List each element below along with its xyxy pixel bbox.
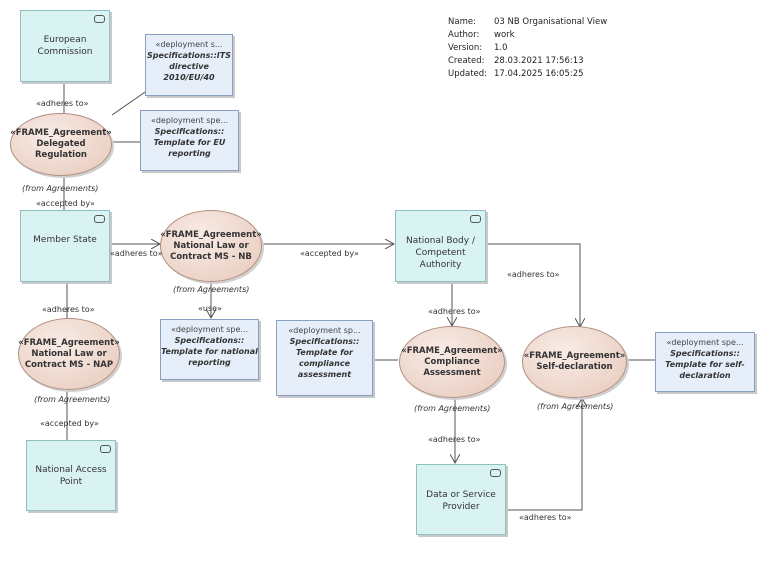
agreement-national-law-nb[interactable]: «FRAME_Agreement» National Law or Contra…	[160, 210, 262, 282]
from-agreements-selfdecl: (from Agreements)	[537, 402, 614, 411]
note-eu-reporting[interactable]: «deployment spe... Specifications:: Temp…	[140, 110, 239, 171]
entity-european-commission[interactable]: European Commission	[20, 10, 110, 82]
from-agreements-delegated: (from Agreements)	[22, 184, 99, 193]
from-agreements-nap-law: (from Agreements)	[34, 395, 111, 404]
entity-national-body[interactable]: National Body / Competent Authority	[395, 210, 486, 282]
component-icon	[490, 469, 501, 477]
component-icon	[94, 215, 105, 223]
edge-delegated-its-note	[111, 89, 149, 116]
edge-provider-selfdecl	[490, 398, 582, 511]
agreement-self-declaration[interactable]: «FRAME_Agreement» Self-declaration	[522, 326, 627, 398]
info-row-author: Author:work	[448, 30, 515, 40]
edge-label-accepted-by-ms: «accepted by»	[36, 199, 95, 208]
note-national-reporting[interactable]: «deployment spe... Specifications:: Temp…	[160, 319, 259, 380]
edge-label-adheres-to-provider: «adheres to»	[428, 435, 481, 444]
edge-label-adheres-to-compliance: «adheres to»	[428, 307, 481, 316]
edge-label-adheres-to-provider-selfdecl: «adheres to»	[519, 513, 572, 522]
edge-label-use: «use»	[198, 304, 222, 313]
diagram-info-block: Name:03 NB Organisational View Author:wo…	[448, 16, 607, 81]
edge-label-adheres-to-nap-law: «adheres to»	[42, 305, 95, 314]
entity-member-state[interactable]: Member State	[20, 210, 110, 282]
info-row-updated: Updated:17.04.2025 16:05:25	[448, 69, 584, 79]
from-agreements-nb-law: (from Agreements)	[173, 285, 250, 294]
from-agreements-compliance: (from Agreements)	[414, 404, 491, 413]
component-icon	[94, 15, 105, 23]
note-compliance-template[interactable]: «deployment sp... Specifications:: Templ…	[276, 320, 373, 396]
edge-label-accepted-by-nap: «accepted by»	[40, 419, 99, 428]
note-its-directive[interactable]: «deployment s... Specifications::ITS dir…	[145, 34, 233, 96]
edge-label-accepted-by-nb: «accepted by»	[300, 249, 359, 258]
info-row-created: Created:28.03.2021 17:56:13	[448, 56, 584, 66]
agreement-compliance-assessment[interactable]: «FRAME_Agreement» Compliance Assessment	[399, 326, 505, 398]
component-icon	[470, 215, 481, 223]
info-row-version: Version:1.0	[448, 43, 508, 53]
entity-national-access-point[interactable]: National Access Point	[26, 440, 116, 511]
agreement-delegated-regulation[interactable]: «FRAME_Agreement» Delegated Regulation	[10, 113, 112, 176]
note-self-declaration-template[interactable]: «deployment spe... Specifications:: Temp…	[655, 332, 755, 392]
info-row-name: Name:03 NB Organisational View	[448, 17, 608, 27]
edge-label-adheres-to-nb-law: «adheres to»	[110, 249, 163, 258]
edge-nationalbody-selfdecl	[487, 243, 580, 327]
agreement-national-law-nap[interactable]: «FRAME_Agreement» National Law or Contra…	[18, 318, 120, 390]
edge-label-adheres-to-ec: «adheres to»	[36, 99, 89, 108]
component-icon	[100, 445, 111, 453]
edge-label-adheres-to-selfdecl: «adheres to»	[507, 270, 560, 279]
entity-data-provider[interactable]: Data or Service Provider	[416, 464, 506, 535]
